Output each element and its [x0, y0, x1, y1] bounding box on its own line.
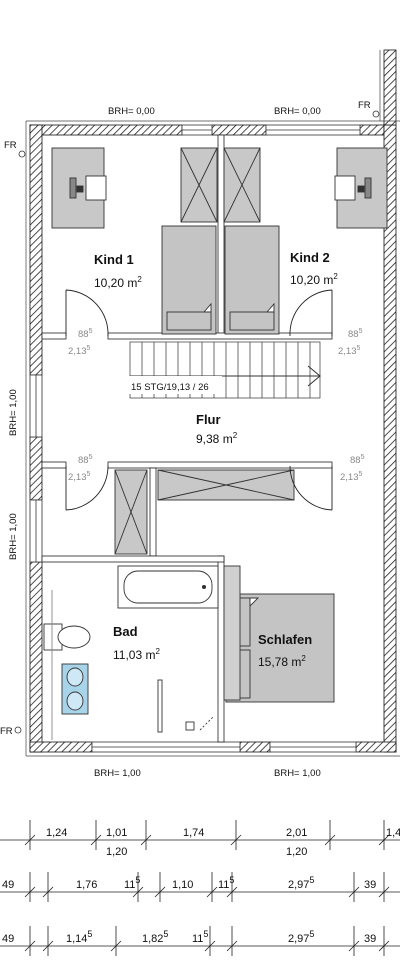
doors	[65, 289, 333, 511]
wall-top-right	[359, 124, 385, 136]
dim-r1-2-sub: 1,20	[106, 846, 127, 858]
wall-mid-horizontal-left	[41, 332, 67, 340]
fr-top-right: FR	[358, 100, 371, 111]
wall-kids-divider	[217, 134, 225, 336]
wall-top-left	[29, 124, 183, 136]
door-dim-kind2: 885 2,135	[338, 328, 363, 357]
svg-text:885: 885	[348, 328, 363, 340]
dimension-lines	[0, 820, 400, 956]
svg-text:2,135: 2,135	[68, 471, 91, 483]
svg-text:2,135: 2,135	[68, 345, 91, 357]
svg-text:885: 885	[350, 454, 365, 466]
wall-left-3	[29, 561, 43, 753]
room-area-bad: 11,03 m2	[113, 647, 160, 662]
dim-r3-5: 2,975	[288, 929, 314, 945]
brh-labels: BRH= 0,00 BRH= 0,00 BRH= 1,00 BRH= 1,00 …	[8, 106, 321, 779]
svg-text:2,135: 2,135	[338, 345, 361, 357]
wall-bottom-left	[29, 741, 93, 753]
brh-top-left: BRH= 0,00	[108, 106, 155, 117]
door-kind1	[65, 289, 109, 337]
dim-r1-4: 2,01	[286, 827, 307, 839]
outer-outline	[25, 50, 400, 757]
dim-r2-7: 39	[364, 879, 376, 891]
wall-left-2	[29, 436, 43, 501]
brh-left-lower: BRH= 1,00	[8, 513, 19, 560]
brh-bottom-right: BRH= 1,00	[274, 768, 321, 779]
door-schlafen	[289, 465, 333, 511]
wall-bottom-mid	[239, 741, 271, 753]
svg-text:2,135: 2,135	[340, 471, 363, 483]
wall-right-tower	[383, 49, 397, 126]
bath-fixtures	[43, 565, 219, 740]
wall-bottom-right	[355, 741, 397, 753]
fr-bottom-left: FR	[0, 726, 13, 737]
door-dim-kind1: 885 2,135	[68, 328, 93, 357]
door-dim-bad: 885 2,135	[68, 454, 93, 483]
dim-r3-6: 39	[364, 933, 376, 945]
dim-r3-3: 1,825	[142, 929, 168, 945]
room-name-schlafen: Schlafen	[258, 632, 312, 647]
fr-top-left: FR	[4, 140, 17, 151]
room-labels: Kind 1 10,20 m2 Kind 2 10,20 m2 Flur 9,3…	[94, 250, 338, 669]
room-area-kind2: 10,20 m2	[290, 272, 338, 287]
dim-r3-1: 49	[2, 933, 14, 945]
brh-left-upper: BRH= 1,00	[8, 389, 19, 436]
stairs-treads	[141, 342, 311, 398]
beds	[161, 225, 335, 703]
dim-r2-5: 115	[218, 875, 234, 891]
dim-r1-3: 1,74	[183, 827, 204, 839]
wall-mid-horizontal-center	[107, 332, 333, 340]
door-dimension-labels: 885 2,135 885 2,135 885 2,135 885 2,135	[68, 328, 365, 483]
dim-r2-6: 2,975	[288, 875, 314, 891]
windows	[29, 124, 361, 753]
dim-r2-2: 1,76	[76, 879, 97, 891]
dim-r1-5: 1,4	[386, 827, 400, 839]
room-name-bad: Bad	[113, 624, 138, 639]
dim-r1-4-sub: 1,20	[286, 846, 307, 858]
svg-text:885: 885	[78, 454, 93, 466]
door-bath	[65, 465, 109, 511]
wall-top-mid	[211, 124, 267, 136]
exterior-walls	[29, 49, 397, 753]
wall-flur-bottom-center	[107, 461, 333, 469]
stairs	[128, 341, 321, 399]
room-area-flur: 9,38 m2	[196, 431, 238, 446]
room-name-kind2: Kind 2	[290, 250, 330, 265]
dim-r2-4: 1,10	[172, 879, 193, 891]
dim-r3-4: 115	[192, 929, 208, 945]
fr-labels: FR FR FR	[0, 100, 380, 737]
dimension-texts: 1,24 1,01 1,20 1,74 2,01 1,20 1,4 49 1,7…	[2, 827, 400, 945]
dim-r2-1: 49	[2, 879, 14, 891]
dim-r1-1: 1,24	[46, 827, 67, 839]
brh-bottom-left: BRH= 1,00	[94, 768, 141, 779]
stairs-label: 15 STG/19,13 / 26	[131, 382, 209, 393]
dim-r3-2: 1,145	[66, 929, 92, 945]
brh-top-right: BRH= 0,00	[274, 106, 321, 117]
dim-r1-2: 1,01	[106, 827, 127, 839]
wall-left-1	[29, 124, 43, 376]
door-dim-schlafen: 885 2,135	[340, 454, 365, 483]
room-area-kind1: 10,20 m2	[94, 275, 142, 290]
interior-walls	[41, 134, 333, 743]
door-kind2	[289, 289, 333, 337]
wardrobes	[114, 147, 295, 555]
wall-bath-right	[217, 555, 225, 743]
dim-r2-3: 115	[124, 875, 140, 891]
wall-bath-vertical	[149, 467, 157, 557]
room-name-kind1: Kind 1	[94, 252, 134, 267]
room-area-schlafen: 15,78 m2	[258, 654, 306, 669]
wall-bath-top	[41, 555, 225, 563]
desks	[51, 147, 388, 229]
dresser-schlafen	[223, 565, 241, 701]
wall-flur-bottom-left	[41, 461, 67, 469]
svg-text:885: 885	[78, 328, 93, 340]
room-name-flur: Flur	[196, 412, 221, 427]
